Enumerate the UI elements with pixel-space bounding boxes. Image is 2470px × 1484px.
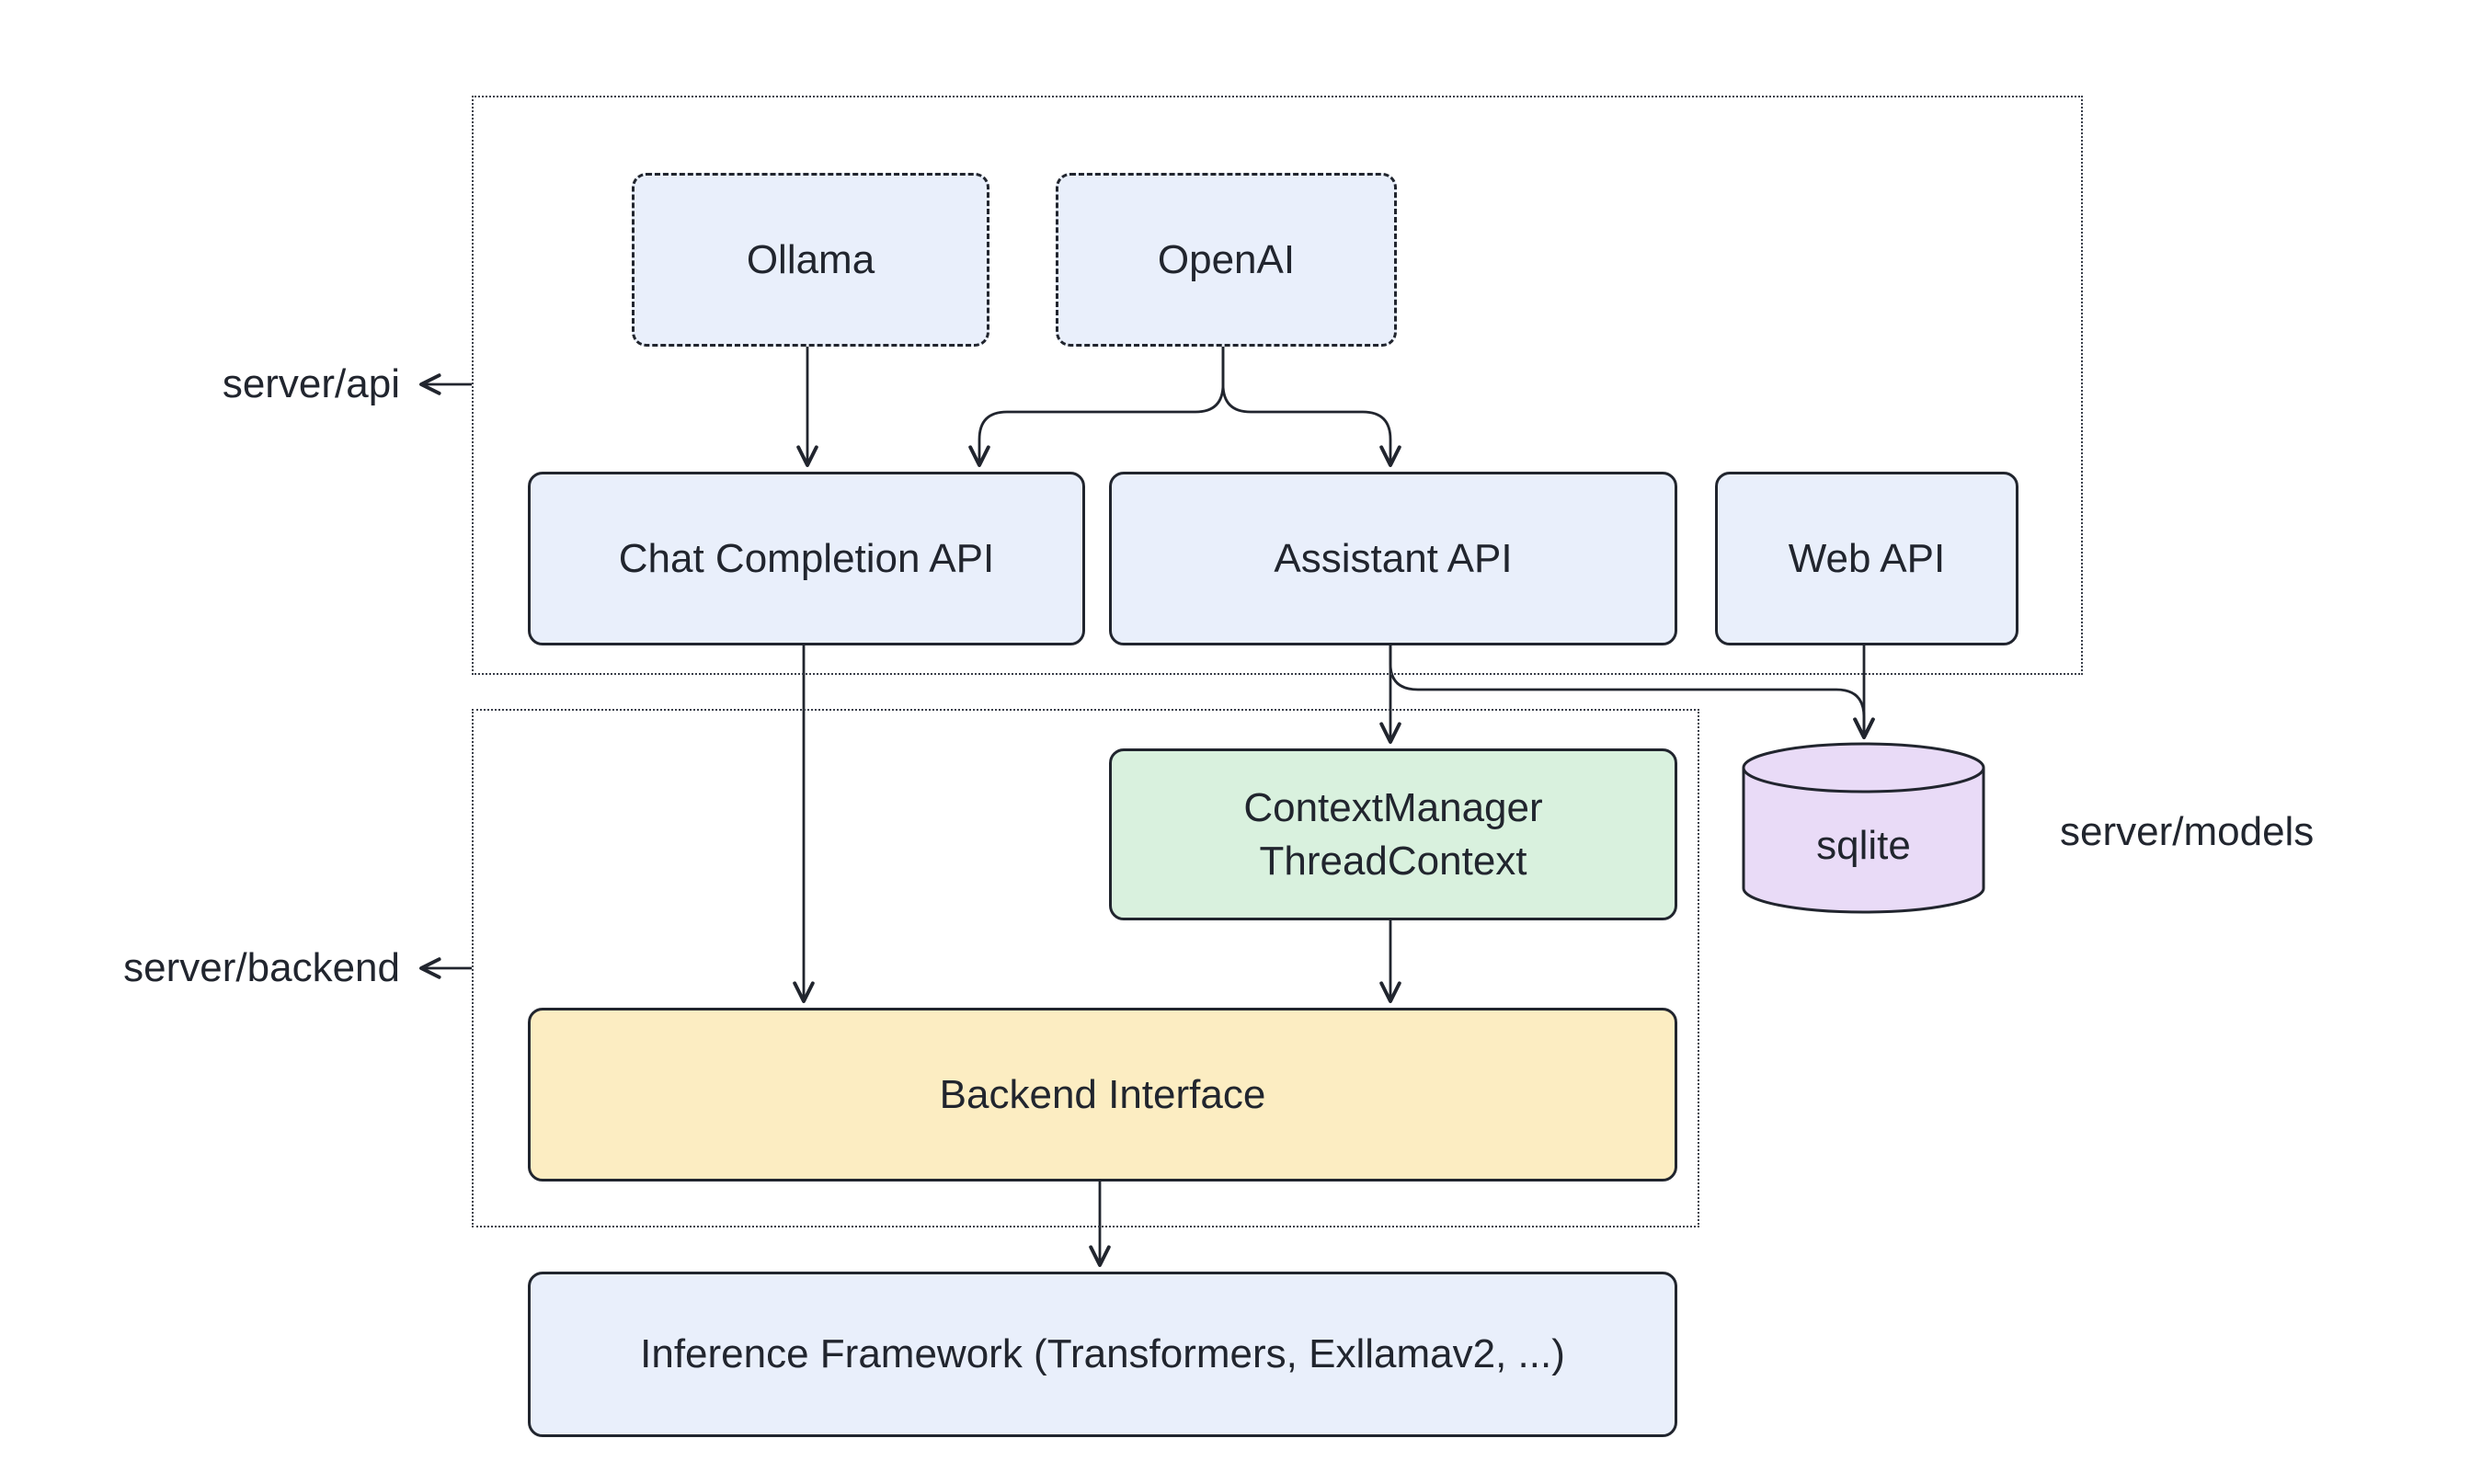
node-ollama: Ollama	[632, 173, 989, 347]
node-backend-interface: Backend Interface	[528, 1008, 1677, 1181]
node-context-manager: ContextManager ThreadContext	[1109, 748, 1677, 920]
node-inference-framework: Inference Framework (Transformers, Exlla…	[528, 1272, 1677, 1437]
node-sqlite-label: sqlite	[1816, 823, 1911, 868]
node-chat-completion-api: Chat Completion API	[528, 472, 1085, 645]
region-server-backend	[472, 709, 1699, 1227]
label-server-backend: server/backend	[123, 945, 400, 990]
node-openai: OpenAI	[1056, 173, 1397, 347]
node-backend-interface-label: Backend Interface	[939, 1071, 1266, 1117]
node-web-api: Web API	[1715, 472, 2018, 645]
node-context-manager-line1: ContextManager	[1243, 785, 1543, 831]
label-server-api: server/api	[222, 361, 400, 406]
region-server-api	[472, 96, 2083, 675]
node-web-api-label: Web API	[1788, 535, 1946, 581]
node-context-manager-line2: ThreadContext	[1259, 838, 1527, 884]
node-inference-framework-label: Inference Framework (Transformers, Exlla…	[640, 1331, 1565, 1377]
edge-openai-to-assistant-api	[1221, 342, 1401, 467]
label-server-models: server/models	[2060, 809, 2315, 854]
node-ollama-label: Ollama	[746, 236, 875, 282]
edge-openai-to-chat-completion-api	[968, 342, 1225, 467]
node-assistant-api: Assistant API	[1109, 472, 1677, 645]
node-openai-label: OpenAI	[1157, 236, 1296, 282]
node-chat-completion-api-label: Chat Completion API	[618, 535, 995, 581]
node-assistant-api-label: Assistant API	[1274, 535, 1513, 581]
sqlite-cylinder-icon	[1742, 742, 1985, 914]
